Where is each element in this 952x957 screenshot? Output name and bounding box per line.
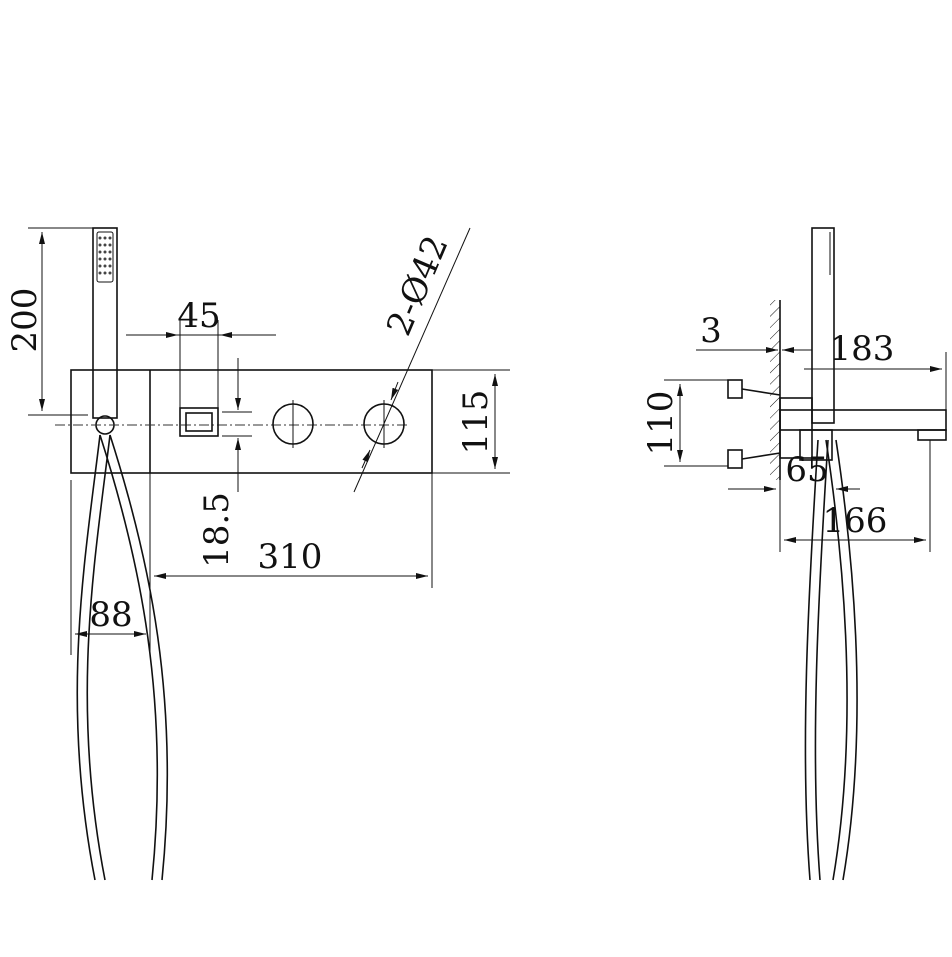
- dim-depth: [728, 480, 860, 552]
- front-view: 200 45 2-Ø42 115: [5, 227, 510, 881]
- dim-knob-width: [126, 320, 276, 410]
- label-115: 115: [456, 390, 496, 455]
- dim-projection: [784, 440, 931, 552]
- label-3: 3: [700, 311, 722, 351]
- dim-panel-height: [432, 369, 510, 474]
- knob-front-1: [272, 400, 314, 448]
- body-side: [727, 379, 781, 469]
- label-183: 183: [830, 329, 895, 369]
- label-18-5: 18.5: [197, 492, 237, 568]
- dim-hole-diameter: [353, 227, 471, 493]
- label-310: 310: [258, 537, 323, 577]
- label-110: 110: [641, 391, 681, 456]
- label-65: 65: [785, 450, 828, 490]
- handshower-side: [811, 227, 835, 424]
- dim-handshower-height: [28, 227, 93, 416]
- dim-hose-spacing: [70, 480, 151, 655]
- dim-offset: [222, 358, 252, 492]
- lever-handle-front: [179, 407, 219, 437]
- panel-side: [779, 397, 947, 461]
- label-88: 88: [89, 595, 132, 635]
- label-45: 45: [177, 296, 220, 336]
- label-166: 166: [823, 501, 888, 541]
- hose-front: [76, 434, 169, 881]
- handshower-front: [92, 227, 118, 435]
- hose-side: [804, 439, 858, 881]
- panel-front: [55, 369, 433, 474]
- label-200: 200: [5, 288, 45, 353]
- side-view: 3 183 110 65 166: [641, 227, 947, 881]
- dim-body-height: [664, 379, 728, 467]
- dim-spout-reach: [804, 352, 947, 410]
